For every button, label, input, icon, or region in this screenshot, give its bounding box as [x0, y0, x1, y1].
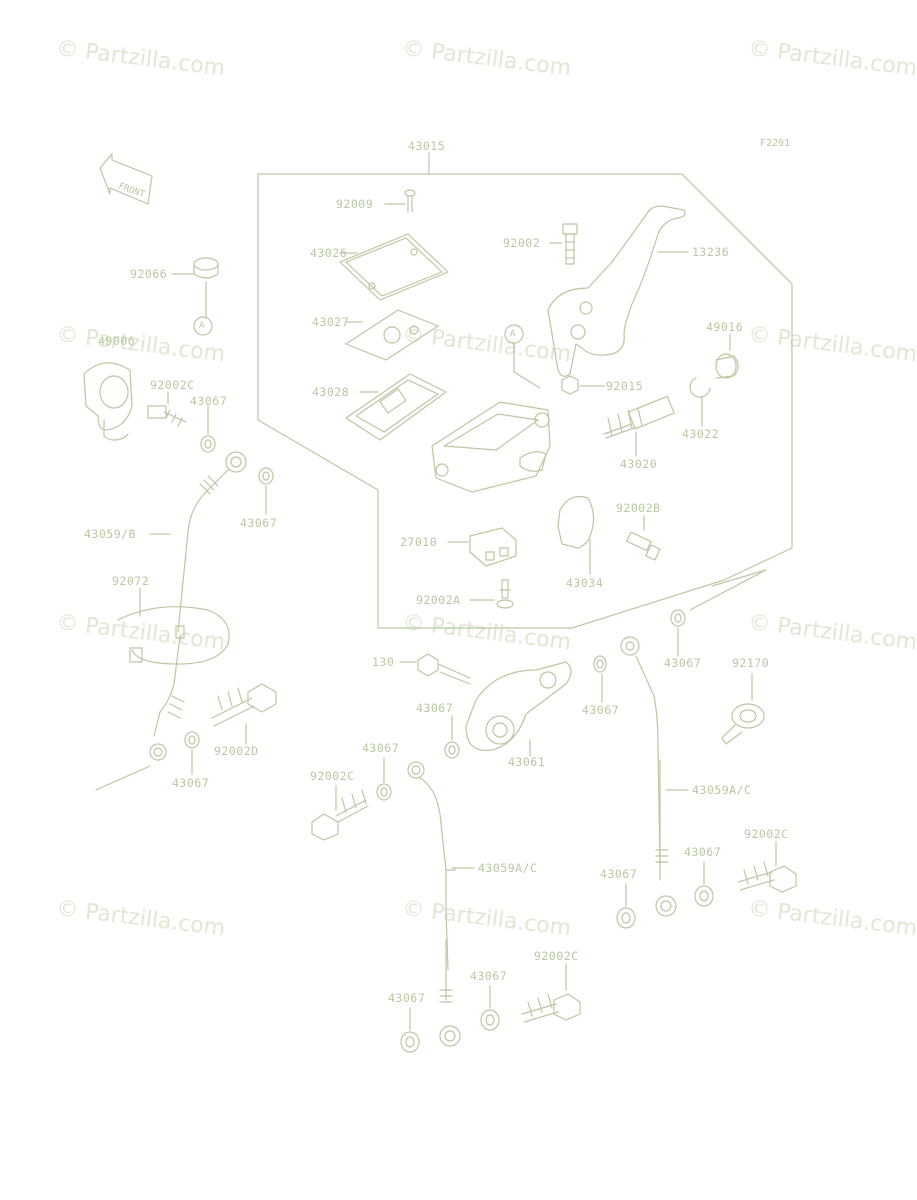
part-label: 27010 — [400, 535, 438, 549]
part-label: 92072 — [112, 574, 150, 588]
bolt-92002C-right — [737, 861, 797, 893]
part-label: 43067 — [470, 969, 508, 983]
part-label: 43022 — [682, 427, 720, 441]
assembly-boundary — [257, 173, 793, 629]
part-label: 92009 — [336, 197, 374, 211]
brake-hose-43059B — [149, 451, 247, 761]
washer-43067 — [616, 907, 636, 929]
holder-43061 — [465, 661, 572, 752]
clamp-43034 — [557, 495, 595, 549]
bolt-92002C-left — [147, 405, 187, 427]
callout-a-letter: A — [510, 329, 516, 339]
boot-49016 — [715, 353, 739, 379]
part-label: 92002 — [503, 236, 541, 250]
part-label: 92002B — [616, 501, 661, 515]
callout-a-circle — [504, 324, 524, 344]
part-label: 92002D — [214, 744, 259, 758]
master-cylinder-body — [431, 401, 551, 493]
washer-43067 — [376, 783, 392, 801]
part-label: 43020 — [620, 457, 658, 471]
figure-code: F2291 — [760, 138, 791, 149]
part-label: 92002C — [744, 827, 789, 841]
part-label: 92002A — [416, 593, 461, 607]
reservoir-cap-43026 — [339, 233, 449, 301]
bolt-92002 — [562, 223, 578, 265]
washer-43067 — [444, 741, 460, 759]
part-label: 43026 — [310, 246, 348, 260]
washer-43067 — [400, 1031, 420, 1053]
brake-hose-43059AC-middle — [407, 761, 475, 1047]
part-label: 43061 — [508, 755, 546, 769]
part-label: 43067 — [190, 394, 228, 408]
callout-a-circle — [193, 316, 213, 336]
part-label: 43027 — [312, 315, 350, 329]
bolt-92002C-middle — [311, 789, 369, 841]
screw-92002A — [496, 579, 514, 609]
part-label: 49006 — [98, 334, 136, 348]
part-label: 43067 — [416, 701, 454, 715]
part-label: 43059A/C — [692, 783, 752, 797]
washer-43067 — [184, 731, 200, 749]
diaphragm-43028 — [345, 373, 447, 441]
piston-43020 — [603, 395, 675, 439]
front-arrow-icon: FRONT — [99, 153, 153, 205]
brake-hose-43059AC-right — [620, 636, 689, 917]
bolt-92002D — [211, 683, 277, 727]
part-label: 43067 — [600, 867, 638, 881]
part-label: 43015 — [408, 139, 446, 153]
banjo-92170 — [721, 703, 765, 745]
boot-49006 — [83, 362, 133, 441]
part-label: 92015 — [606, 379, 644, 393]
bolt-92002C-bottom — [521, 993, 581, 1023]
part-label: 43028 — [312, 385, 350, 399]
part-label: 130 — [372, 655, 395, 669]
part-label: 43067 — [664, 656, 702, 670]
washer-43067 — [200, 435, 216, 453]
cap-92066 — [193, 257, 219, 279]
part-label: 13236 — [692, 245, 730, 259]
part-label: 92066 — [130, 267, 168, 281]
washer-43067 — [480, 1009, 500, 1031]
part-label: 43067 — [388, 991, 426, 1005]
nut-92015 — [561, 375, 579, 395]
brake-lever-13236 — [547, 205, 686, 377]
part-label: 43059A/C — [478, 861, 538, 875]
diaphragm-plate-43027 — [345, 309, 439, 361]
part-label: 43067 — [240, 516, 278, 530]
part-label: 43034 — [566, 576, 604, 590]
part-label: 49016 — [706, 320, 744, 334]
washer-43067 — [258, 467, 274, 485]
part-label: 92002C — [310, 769, 355, 783]
part-label: 43067 — [684, 845, 722, 859]
washer-43067 — [694, 885, 714, 907]
bolt-130 — [417, 653, 471, 685]
bolt-92002B — [626, 515, 661, 561]
part-label: 92002C — [534, 949, 579, 963]
washer-43067 — [593, 655, 607, 673]
screw-92009 — [404, 189, 416, 213]
switch-27010 — [469, 527, 517, 567]
part-label: 43067 — [172, 776, 210, 790]
hose-clamp-92072 — [117, 606, 230, 665]
washer-43067 — [670, 609, 686, 627]
part-label: 92002C — [150, 378, 195, 392]
part-label: 92170 — [732, 656, 770, 670]
part-label: 43059/B — [84, 527, 136, 541]
part-label: 43067 — [582, 703, 620, 717]
part-label: 43067 — [362, 741, 400, 755]
callout-a-letter: A — [199, 321, 205, 331]
circlip-43022 — [689, 377, 711, 398]
